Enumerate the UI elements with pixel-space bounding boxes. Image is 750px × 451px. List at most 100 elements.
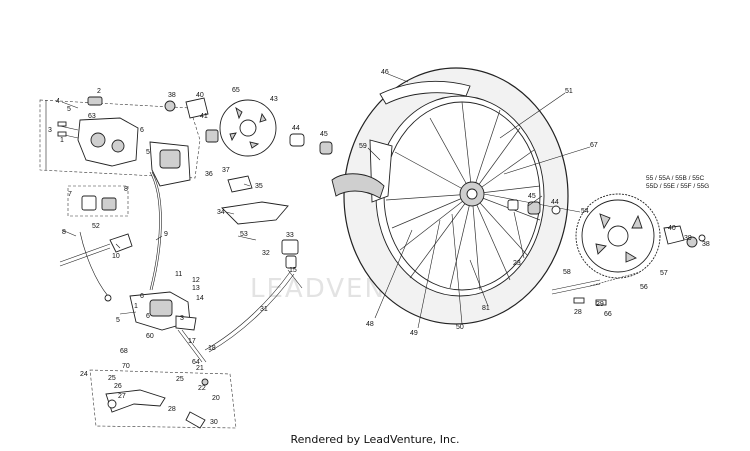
callout-64: 64 bbox=[192, 359, 200, 366]
callout-63: 63 bbox=[88, 113, 96, 120]
sprocket-hub bbox=[663, 225, 685, 245]
callout-44-left: 44 bbox=[292, 125, 300, 132]
inner-tube bbox=[331, 173, 385, 199]
callout-25-left: 25 bbox=[108, 375, 116, 382]
callout-40-top: 40 bbox=[196, 92, 204, 99]
callout-24: 24 bbox=[80, 371, 88, 378]
callout-33: 33 bbox=[286, 232, 294, 239]
sprocket-bolt bbox=[698, 234, 706, 242]
callout-51: 51 bbox=[565, 88, 573, 95]
callout-34: 34 bbox=[217, 209, 225, 216]
callout-31: 31 bbox=[260, 306, 268, 313]
leader-lines bbox=[61, 73, 591, 329]
callout-39: 39 bbox=[684, 235, 692, 242]
callout-52: 52 bbox=[92, 223, 100, 230]
callout-70: 70 bbox=[122, 363, 130, 370]
callout-53: 53 bbox=[240, 231, 248, 238]
speedometer-cable bbox=[204, 239, 299, 353]
rear-sprocket bbox=[575, 193, 661, 279]
callout-30: 30 bbox=[210, 419, 218, 426]
callout-28-left: 28 bbox=[168, 406, 176, 413]
callout-49: 49 bbox=[410, 330, 418, 337]
callout-56: 56 bbox=[640, 284, 648, 291]
axle-spacer bbox=[507, 199, 519, 211]
brake-pad-set bbox=[67, 185, 129, 217]
bracket-clip bbox=[227, 175, 253, 193]
callout-1-bottom: 1 bbox=[134, 303, 138, 310]
callout-6-c: 6 bbox=[146, 313, 150, 320]
callout-5-b: 5 bbox=[146, 149, 150, 156]
callout-45-left: 45 bbox=[320, 131, 328, 138]
callout-8-left: 8 bbox=[62, 229, 66, 236]
callout-35: 35 bbox=[255, 183, 263, 190]
callout-60: 60 bbox=[146, 333, 154, 340]
caliper-bracket bbox=[221, 201, 289, 225]
axle-washer bbox=[551, 205, 561, 215]
callout-38-right: 38 bbox=[702, 241, 710, 248]
callout-8-top: 8 bbox=[124, 186, 128, 193]
callout-10: 10 bbox=[112, 253, 120, 260]
callout-2: 2 bbox=[97, 88, 101, 95]
front-caliper-assembly bbox=[39, 96, 201, 187]
callout-7: 7 bbox=[68, 191, 72, 198]
callout-27: 27 bbox=[118, 393, 126, 400]
callout-59: 59 bbox=[359, 143, 367, 150]
callout-25-right: 25 bbox=[176, 376, 184, 383]
wheel-bearing bbox=[289, 133, 305, 147]
rear-wheel bbox=[343, 67, 581, 325]
brake-lever-assembly bbox=[59, 231, 133, 302]
callout-45-right: 45 bbox=[528, 193, 536, 200]
callout-15: 15 bbox=[289, 267, 297, 274]
callout-66: 66 bbox=[604, 311, 612, 318]
callout-12: 12 bbox=[192, 277, 200, 284]
brake-hose bbox=[149, 171, 160, 291]
callout-28-right: 28 bbox=[574, 309, 582, 316]
callout-14: 14 bbox=[196, 295, 204, 302]
callout-44-right: 44 bbox=[551, 199, 559, 206]
brake-disc bbox=[219, 99, 277, 157]
callout-3: 3 bbox=[48, 127, 52, 134]
callout-20: 20 bbox=[212, 395, 220, 402]
callout-36: 36 bbox=[205, 171, 213, 178]
callout-32: 32 bbox=[262, 250, 270, 257]
callout-57: 57 bbox=[660, 270, 668, 277]
callout-65: 65 bbox=[232, 87, 240, 94]
callout-81: 81 bbox=[482, 305, 490, 312]
callout-5-bottom: 5 bbox=[116, 317, 120, 324]
callout-11: 11 bbox=[175, 271, 182, 278]
hub-plate bbox=[185, 97, 209, 119]
callout-22: 22 bbox=[198, 385, 206, 392]
callout-67: 67 bbox=[590, 142, 598, 149]
callout-58: 58 bbox=[563, 269, 571, 276]
hub-bolt bbox=[164, 100, 176, 112]
axle-bearing bbox=[527, 201, 541, 215]
callout-labels: 2 4 5 63 3 1 6 5 38 40 65 43 41 44 45 7 … bbox=[48, 69, 710, 426]
callout-68: 68 bbox=[120, 348, 128, 355]
callout-37: 37 bbox=[222, 167, 230, 174]
wheel-variants-line2: 55D / 55E / 55F / 55G bbox=[646, 183, 709, 190]
footer-credit: Rendered by LeadVenture, Inc. bbox=[290, 433, 460, 446]
callout-23: 23 bbox=[513, 260, 521, 267]
callout-5: 5 bbox=[67, 106, 71, 113]
callout-26: 26 bbox=[114, 383, 122, 390]
callout-1: 1 bbox=[60, 137, 64, 144]
master-cylinder bbox=[119, 291, 207, 363]
callout-6-top: 6 bbox=[140, 127, 144, 134]
callout-38-top: 38 bbox=[168, 92, 176, 99]
callout-13: 13 bbox=[192, 285, 200, 292]
callout-21: 21 bbox=[196, 365, 204, 372]
callout-54: 54 bbox=[581, 208, 589, 215]
callout-41: 41 bbox=[200, 113, 208, 120]
callout-29: 29 bbox=[596, 301, 604, 308]
callout-40-right: 40 bbox=[668, 225, 676, 232]
callout-17: 17 bbox=[188, 338, 196, 345]
callout-6-bottom: 6 bbox=[140, 293, 144, 300]
callout-48: 48 bbox=[366, 321, 374, 328]
tire-tread-top bbox=[379, 80, 471, 105]
callout-18: 18 bbox=[208, 345, 216, 352]
drive-chain bbox=[551, 271, 641, 306]
callout-9: 9 bbox=[164, 231, 168, 238]
wheel-variants-line1: 55 / 55A / 55B / 55C bbox=[646, 175, 704, 182]
callout-3-bottom: 3 bbox=[180, 315, 184, 322]
